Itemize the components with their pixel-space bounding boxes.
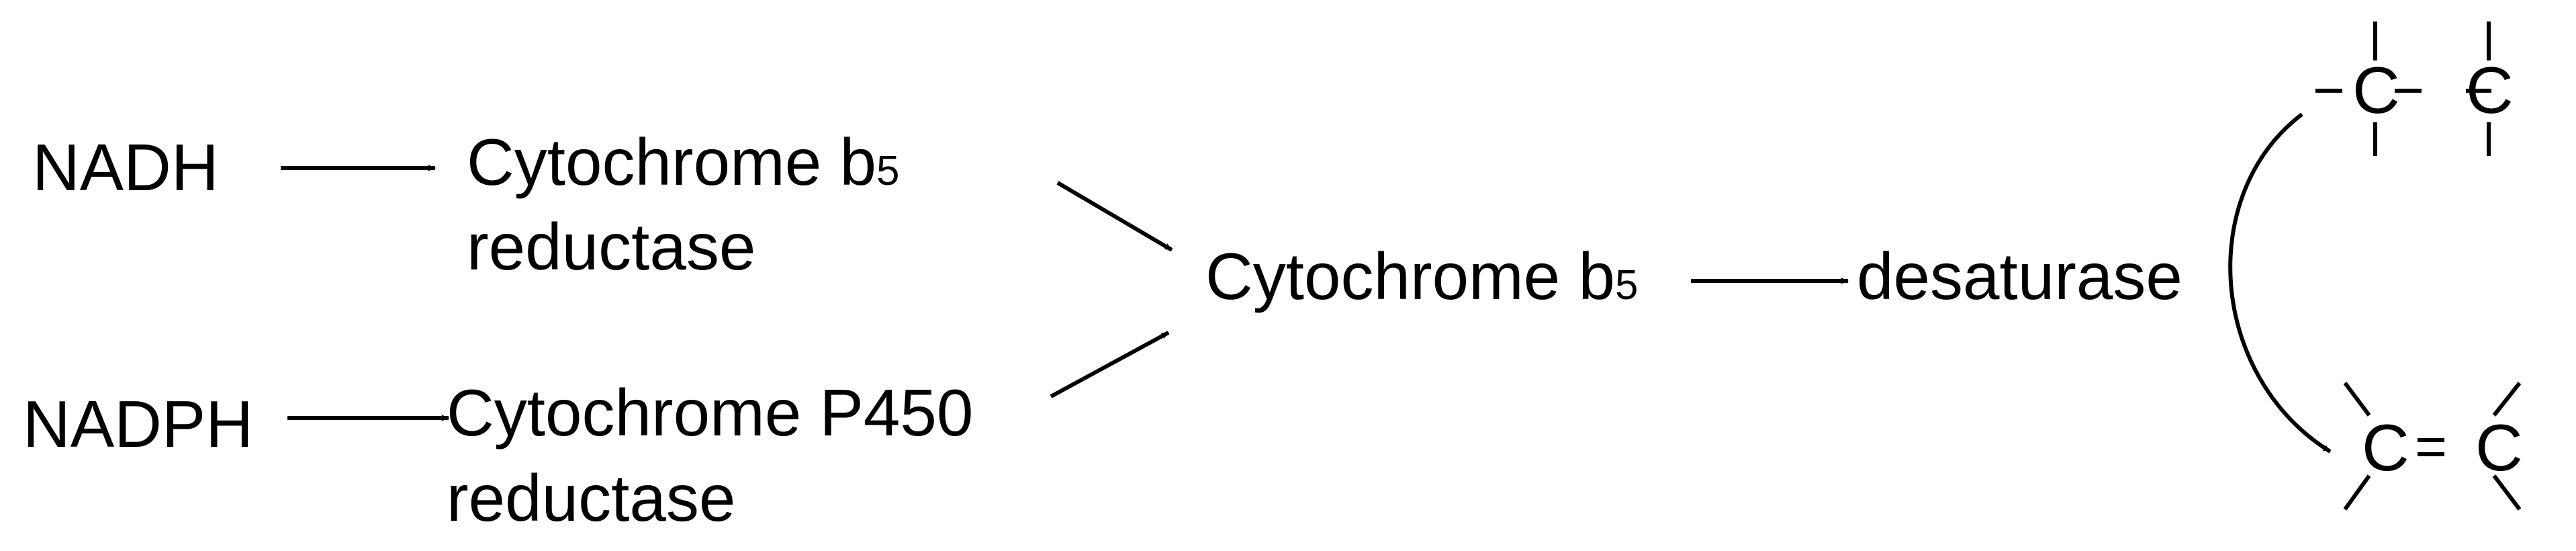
cytochrome-b5-reductase-label: Cytochrome b5 (467, 129, 900, 195)
cytochrome-p450-reductase-line1: Cytochrome P450 (447, 376, 974, 450)
arrow-b5-reductase-to-b5 (1056, 181, 1173, 252)
product-carbon-1: C (2362, 411, 2409, 484)
nadh-label: NADH (32, 130, 219, 204)
subscript-5: 5 (876, 148, 900, 194)
nadph-label: NADPH (23, 387, 254, 461)
curved-reaction-arrow (2228, 112, 2332, 454)
product-bonds (2343, 382, 2522, 511)
desaturase-label: desaturase (1857, 239, 2182, 313)
substrate-bonds (2315, 22, 2491, 156)
cytochrome-p450-reductase-line2: reductase (447, 461, 736, 535)
substrate-carbon-2: C (2466, 53, 2514, 127)
product-carbon-2: C (2475, 411, 2523, 484)
cytochrome-b5-main: Cytochrome b (1205, 239, 1616, 313)
arrow-p450-reductase-to-b5 (1050, 331, 1170, 398)
substrate-carbon-1: C (2352, 53, 2400, 127)
cytochrome-b5-label: Cytochrome b5 (1205, 243, 1639, 309)
subscript-5: 5 (1615, 262, 1639, 308)
cytochrome-b5-reductase-line2: reductase (467, 210, 756, 284)
cytochrome-b5-reductase-line1: Cytochrome b (467, 125, 877, 199)
